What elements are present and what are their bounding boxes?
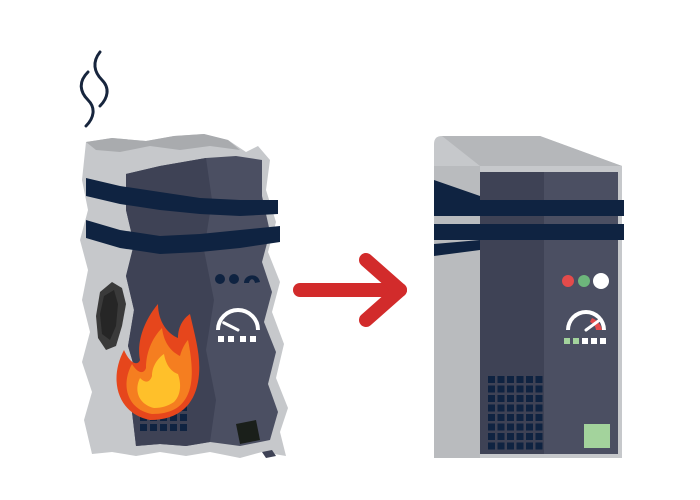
vent-hole: [488, 414, 495, 421]
burning-server-shell-shade: [86, 134, 240, 152]
burning-server-stripe-2: [86, 220, 280, 254]
gauge-icon: [564, 310, 606, 344]
vent-hole: [526, 433, 533, 440]
vent-hole: [507, 404, 514, 412]
vent-hole: [526, 376, 533, 383]
vent-hole: [488, 423, 495, 431]
burning-server-debris: [262, 450, 276, 458]
vent-hole: [488, 385, 495, 393]
vent-hole: [535, 376, 543, 383]
vent-hole: [497, 395, 505, 402]
burning-server-stripe-1: [86, 178, 278, 216]
vent-hole: [497, 433, 505, 440]
vent-hole: [535, 442, 543, 450]
vent-hole: [507, 385, 514, 393]
vent-hole: [150, 424, 157, 431]
vent-hole: [507, 433, 514, 440]
new-server-drive-bay: [584, 424, 610, 448]
vent-hole: [526, 385, 533, 393]
scorch-mark-inner: [100, 290, 118, 340]
new-server-led-green: [578, 275, 590, 287]
vent-hole: [488, 404, 495, 412]
burning-server-led-1: [215, 274, 225, 284]
new-server-stripe-edge-2: [434, 240, 480, 256]
vent-hole: [140, 424, 147, 431]
vent-hole: [488, 395, 495, 402]
vent-hole: [488, 376, 495, 383]
new-server-led-white: [593, 273, 609, 289]
burning-server-gauge-icon: [216, 308, 260, 342]
vent-hole: [507, 442, 514, 450]
vent-hole: [526, 442, 533, 450]
vent-hole: [170, 414, 177, 421]
vent-hole: [516, 414, 524, 421]
vent-hole: [535, 385, 543, 393]
vent-hole: [535, 404, 543, 412]
vent-hole: [180, 414, 187, 421]
vent-hole: [488, 442, 495, 450]
vent-hole: [497, 385, 505, 393]
vent-hole: [535, 414, 543, 421]
vent-hole: [526, 395, 533, 402]
new-server-stripe-1: [434, 200, 624, 216]
vent-hole: [526, 404, 533, 412]
new-server-top: [442, 136, 622, 166]
burning-server-drive-bay: [236, 420, 260, 444]
vent-hole: [516, 376, 524, 383]
vent-hole: [516, 395, 524, 402]
vent-hole: [497, 376, 505, 383]
burning-server-led-3: [244, 275, 260, 283]
vent-hole: [507, 395, 514, 402]
burning-server-led-2: [229, 274, 239, 284]
smoke-icon: [79, 50, 109, 128]
vent-hole: [160, 424, 167, 431]
vent-hole: [507, 423, 514, 431]
vent-hole: [497, 414, 505, 421]
new-server-stripe-edge-1: [434, 180, 480, 200]
vent-hole: [526, 414, 533, 421]
vent-hole: [516, 404, 524, 412]
status-led-icon: [562, 275, 574, 287]
vent-hole: [535, 423, 543, 431]
arrow-right-icon: [293, 253, 407, 327]
new-server-stripe-2: [434, 224, 624, 240]
vent-hole: [507, 414, 514, 421]
new-server: [434, 136, 624, 458]
vent-hole: [516, 442, 524, 450]
vent-hole: [497, 404, 505, 412]
vent-hole: [497, 423, 505, 431]
burning-server: [79, 50, 288, 458]
vent-hole: [535, 433, 543, 440]
vent-hole: [516, 433, 524, 440]
vent-hole: [516, 385, 524, 393]
flame-icon: [116, 304, 200, 420]
vent-hole: [488, 433, 495, 440]
vent-hole: [516, 423, 524, 431]
vent-hole: [507, 376, 514, 383]
vent-hole: [526, 423, 533, 431]
vent-hole: [535, 395, 543, 402]
new-server-vent-grid: [488, 376, 543, 450]
vent-hole: [170, 424, 177, 431]
vent-hole: [180, 424, 187, 431]
vent-hole: [497, 442, 505, 450]
